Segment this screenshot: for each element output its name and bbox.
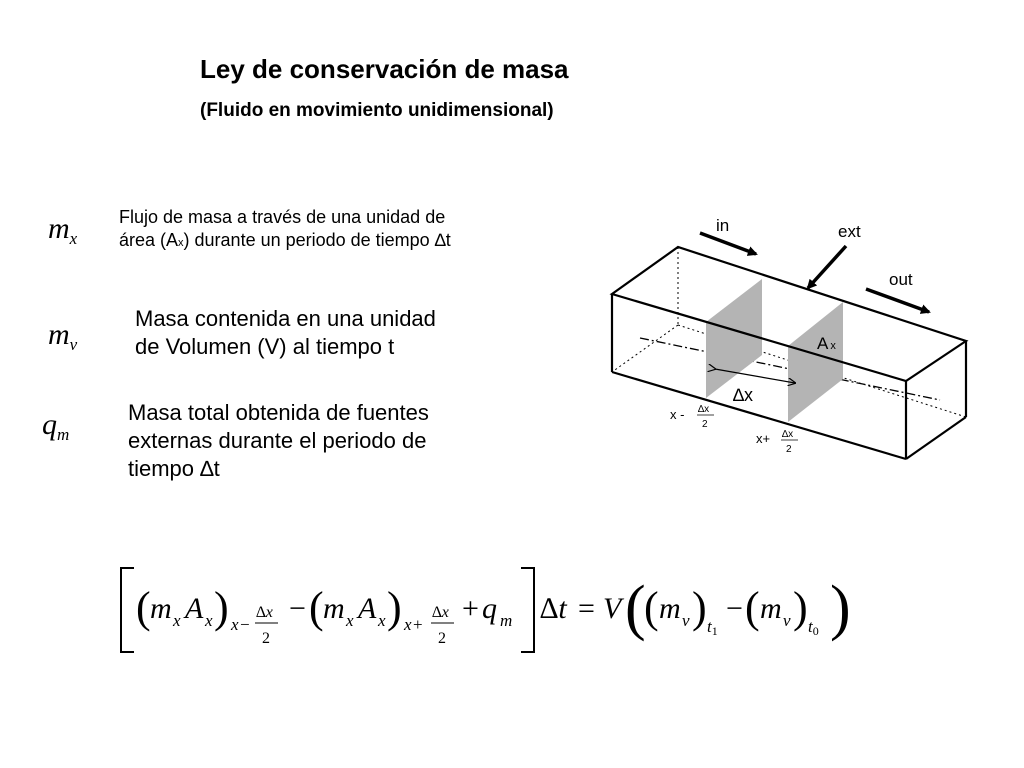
right-bracket	[521, 567, 535, 653]
eq-minus: −	[726, 592, 743, 625]
eq-sub-x: x	[172, 611, 181, 630]
eq-frac-den: 2	[438, 630, 446, 647]
eq-sub-x: x	[377, 611, 386, 630]
fraction-denominator: 2	[786, 444, 792, 455]
fraction-numerator: ∆x	[698, 404, 709, 415]
paren-open: (	[136, 583, 151, 632]
eq-minus: −	[240, 615, 250, 634]
eq-sub-m: m	[500, 611, 512, 630]
definition-line: tiempo ∆t	[128, 456, 220, 482]
out-label: out	[889, 270, 913, 289]
right-position-label: x+	[756, 431, 770, 446]
eq-sub-v: v	[783, 611, 791, 630]
left-position-label: x -	[670, 407, 684, 422]
eq-t0: t0	[808, 617, 819, 638]
paren-close: )	[387, 583, 402, 632]
eq-lower-x: x	[403, 615, 412, 634]
symbol-qm: qm	[42, 408, 70, 444]
eq-lower-x: x	[230, 615, 239, 634]
symbol-mx: mx	[48, 212, 78, 248]
delta-x-arrow	[715, 369, 795, 383]
page-title: Ley de conservación de masa	[200, 54, 569, 84]
page-subtitle: (Fluido en movimiento unidimensional)	[200, 100, 554, 121]
in-label: in	[716, 216, 729, 235]
paren-open: (	[309, 583, 324, 632]
box-edge	[611, 370, 907, 461]
eq-t1: t1	[707, 617, 718, 638]
fraction-denominator: 2	[702, 419, 708, 430]
definition-line: Masa total obtenida de fuentes	[128, 400, 429, 425]
eq-m: m	[150, 592, 172, 625]
hidden-edge	[611, 324, 679, 373]
eq-sub-x: x	[345, 611, 354, 630]
eq-V: V	[603, 592, 625, 625]
out-arrow	[865, 287, 931, 314]
paren-close: )	[793, 583, 808, 632]
paren-open: (	[745, 583, 760, 632]
ext-arrow	[806, 244, 848, 290]
paren-close: )	[692, 583, 707, 632]
eq-plus: +	[462, 592, 479, 625]
definition-line: externas durante el periodo de	[128, 428, 427, 454]
definition-mass-volume: Masa contenida en una unidad de Volumen …	[135, 305, 436, 361]
eq-frac-num: ∆x	[432, 604, 449, 621]
definition-line: Flujo de masa a través de una unidad de	[119, 207, 446, 227]
box-edge	[905, 416, 967, 460]
eq-m: m	[760, 592, 782, 625]
eq-m: m	[659, 592, 681, 625]
eq-sub-x: x	[204, 611, 213, 630]
definition-line: área (Ax) durante un periodo de tiempo ∆…	[119, 230, 451, 251]
left-bracket	[120, 567, 134, 653]
definition-line: de Volumen (V) al tiempo t	[135, 334, 395, 360]
paren-open: (	[644, 583, 659, 632]
eq-q: q	[482, 592, 497, 625]
eq-A: A	[183, 592, 204, 625]
ext-label: ext	[838, 222, 861, 241]
eq-frac-den: 2	[262, 630, 270, 647]
fraction-numerator: ∆x	[782, 429, 793, 440]
definition-external-sources: Masa total obtenida de fuentes externas …	[128, 399, 429, 483]
eq-A: A	[356, 592, 377, 625]
eq-frac-num: ∆x	[256, 604, 273, 621]
definition-mass-flux: Flujo de masa a través de una unidad de …	[119, 206, 451, 252]
section-left	[706, 279, 762, 398]
eq-sub-v: v	[682, 611, 690, 630]
eq-minus: −	[289, 592, 306, 625]
mass-conservation-equation: ( m x A x ) x − ∆x 2 − ( m x A x ) x + ∆…	[120, 567, 851, 653]
big-paren-open: (	[625, 574, 646, 642]
eq-equals: =	[578, 592, 595, 625]
symbol-mv: mv	[48, 318, 78, 354]
delta-x-label: ∆x	[733, 385, 753, 405]
eq-plus: +	[413, 615, 423, 634]
big-paren-close: )	[830, 574, 851, 642]
section-right	[788, 302, 843, 422]
in-arrow	[699, 231, 758, 256]
paren-close: )	[214, 583, 229, 632]
definition-line: Masa contenida en una unidad	[135, 306, 436, 331]
eq-delta-t: ∆t	[540, 592, 567, 625]
eq-m: m	[323, 592, 345, 625]
